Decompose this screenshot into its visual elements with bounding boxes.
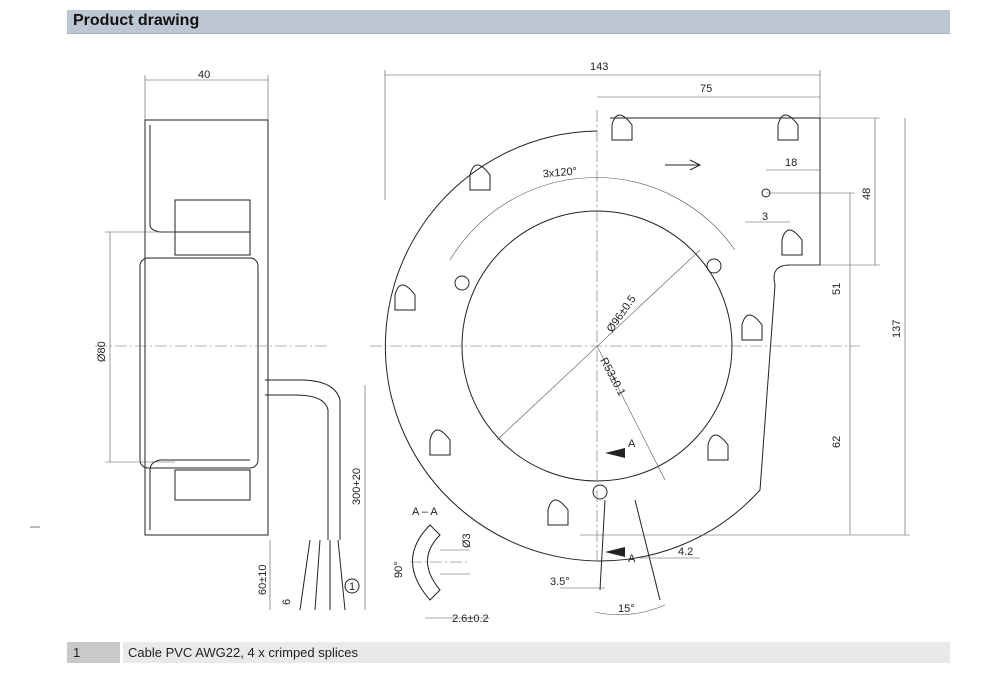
dim-splice-pitch: 6 (281, 599, 293, 605)
dim-angle-90: 90° (393, 561, 405, 578)
label-radius: R53±0.1 (597, 356, 627, 398)
dim-hole-3: 3 (762, 211, 768, 223)
dim-half-width: 75 (700, 83, 712, 95)
section-a-a: A – A Ø3 90° 2.6±0.2 (393, 506, 490, 625)
label-holes: 3x120° (542, 166, 577, 181)
front-view: 143 75 18 3 48 51 137 62 3x120° Ø96±0.5 … (370, 61, 910, 616)
dim-angle-3-5: 3.5° (550, 576, 570, 588)
dim-side-width: 40 (198, 69, 210, 81)
dim-angle-15: 15° (618, 603, 635, 615)
section-mark-top: A (628, 438, 636, 450)
legend-number: 1 (67, 642, 120, 663)
side-view: 40 Ø80 300+20 60±10 6 1 (95, 69, 366, 611)
dim-height-62: 62 (831, 436, 843, 448)
label-inner-diameter: Ø96±0.5 (605, 293, 639, 334)
dim-height-48: 48 (861, 188, 873, 200)
section-title: Product drawing (73, 12, 200, 29)
section-mark-bottom: A (628, 553, 636, 565)
dim-thickness: 2.6±0.2 (452, 613, 489, 625)
callout-1: 1 (349, 581, 355, 593)
dim-total-width: 143 (590, 61, 608, 73)
dim-diameter-80: Ø80 (96, 341, 108, 362)
dim-cable-length: 300+20 (351, 468, 363, 505)
section-title: A – A (412, 506, 438, 518)
legend-description: Cable PVC AWG22, 4 x crimped splices (123, 642, 950, 663)
dim-height-137: 137 (891, 320, 903, 338)
dim-hole-diameter: Ø3 (461, 533, 473, 548)
dim-height-51: 51 (831, 283, 843, 295)
section-header: Product drawing (67, 10, 950, 34)
dim-offset-18: 18 (785, 157, 797, 169)
dim-splice-length: 60±10 (257, 564, 269, 595)
dim-width-4-2: 4.2 (678, 546, 693, 558)
